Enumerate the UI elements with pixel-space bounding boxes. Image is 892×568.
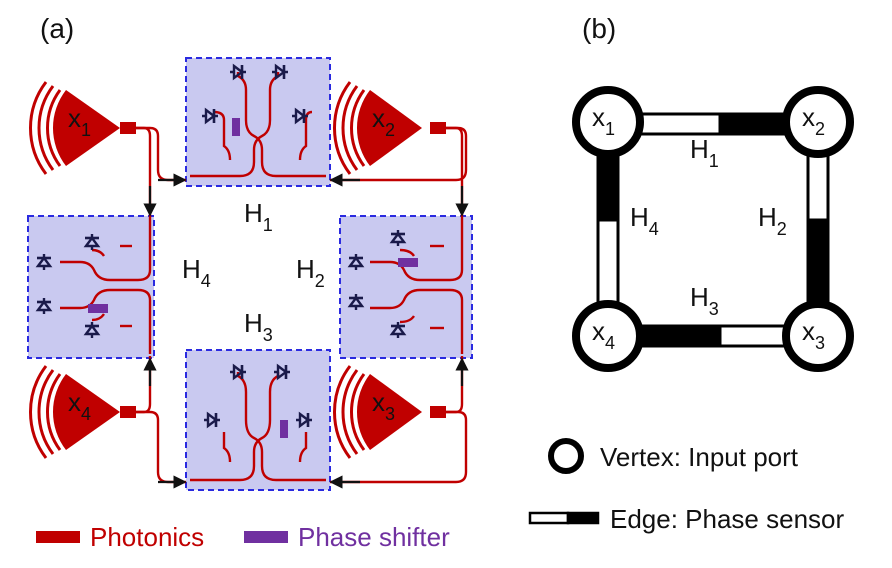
chip-left — [27, 215, 155, 359]
antenna-label-x2: x2 — [372, 103, 395, 140]
legend-photonics-label: Photonics — [90, 522, 204, 552]
legend-phase-shifter-swatch — [244, 531, 288, 543]
vertex-label-x4: x4 — [592, 316, 615, 353]
phase-shifter-icon — [88, 304, 108, 313]
graph-face-h3: H3 — [690, 282, 719, 319]
face-label-h2: H2 — [296, 254, 325, 291]
legend-phase-shifter-label: Phase shifter — [298, 522, 450, 552]
panel-b-label: (b) — [582, 13, 616, 44]
legend-edge-icon — [528, 511, 600, 525]
antenna-label-x1: x1 — [68, 103, 91, 140]
panel-a-label: (a) — [40, 13, 74, 44]
antenna-x3 — [330, 356, 468, 484]
graph-face-h4: H4 — [630, 202, 659, 239]
antenna-x2 — [330, 81, 468, 220]
legend-vertex-icon — [548, 438, 584, 474]
face-label-h1: H1 — [244, 198, 273, 235]
antenna-label-x4: x4 — [68, 387, 91, 424]
chip-bottom — [185, 349, 331, 491]
legend-edge-label: Edge: Phase sensor — [610, 504, 844, 534]
graph-face-h2: H2 — [758, 202, 787, 239]
legend-photonics-swatch — [36, 531, 80, 543]
legend-vertex-label: Vertex: Input port — [600, 442, 799, 472]
antenna-x4 — [28, 356, 186, 484]
graph-edges — [596, 112, 830, 348]
chip-right — [339, 215, 473, 359]
antenna-x1 — [28, 81, 186, 220]
chip-top — [185, 57, 331, 187]
antenna-label-x3: x3 — [372, 387, 395, 424]
vertex-label-x2: x2 — [802, 102, 825, 139]
phase-shifter-icon — [280, 420, 288, 438]
graph-face-h1: H1 — [690, 134, 719, 171]
face-label-h4: H4 — [182, 254, 211, 291]
signal-arrows — [143, 173, 469, 489]
phase-shifter-icon — [398, 258, 418, 267]
face-label-h3: H3 — [244, 308, 273, 345]
vertex-label-x1: x1 — [592, 102, 615, 139]
vertex-label-x3: x3 — [802, 316, 825, 353]
graph-vertices — [572, 86, 854, 372]
phase-shifter-icon — [232, 118, 240, 136]
